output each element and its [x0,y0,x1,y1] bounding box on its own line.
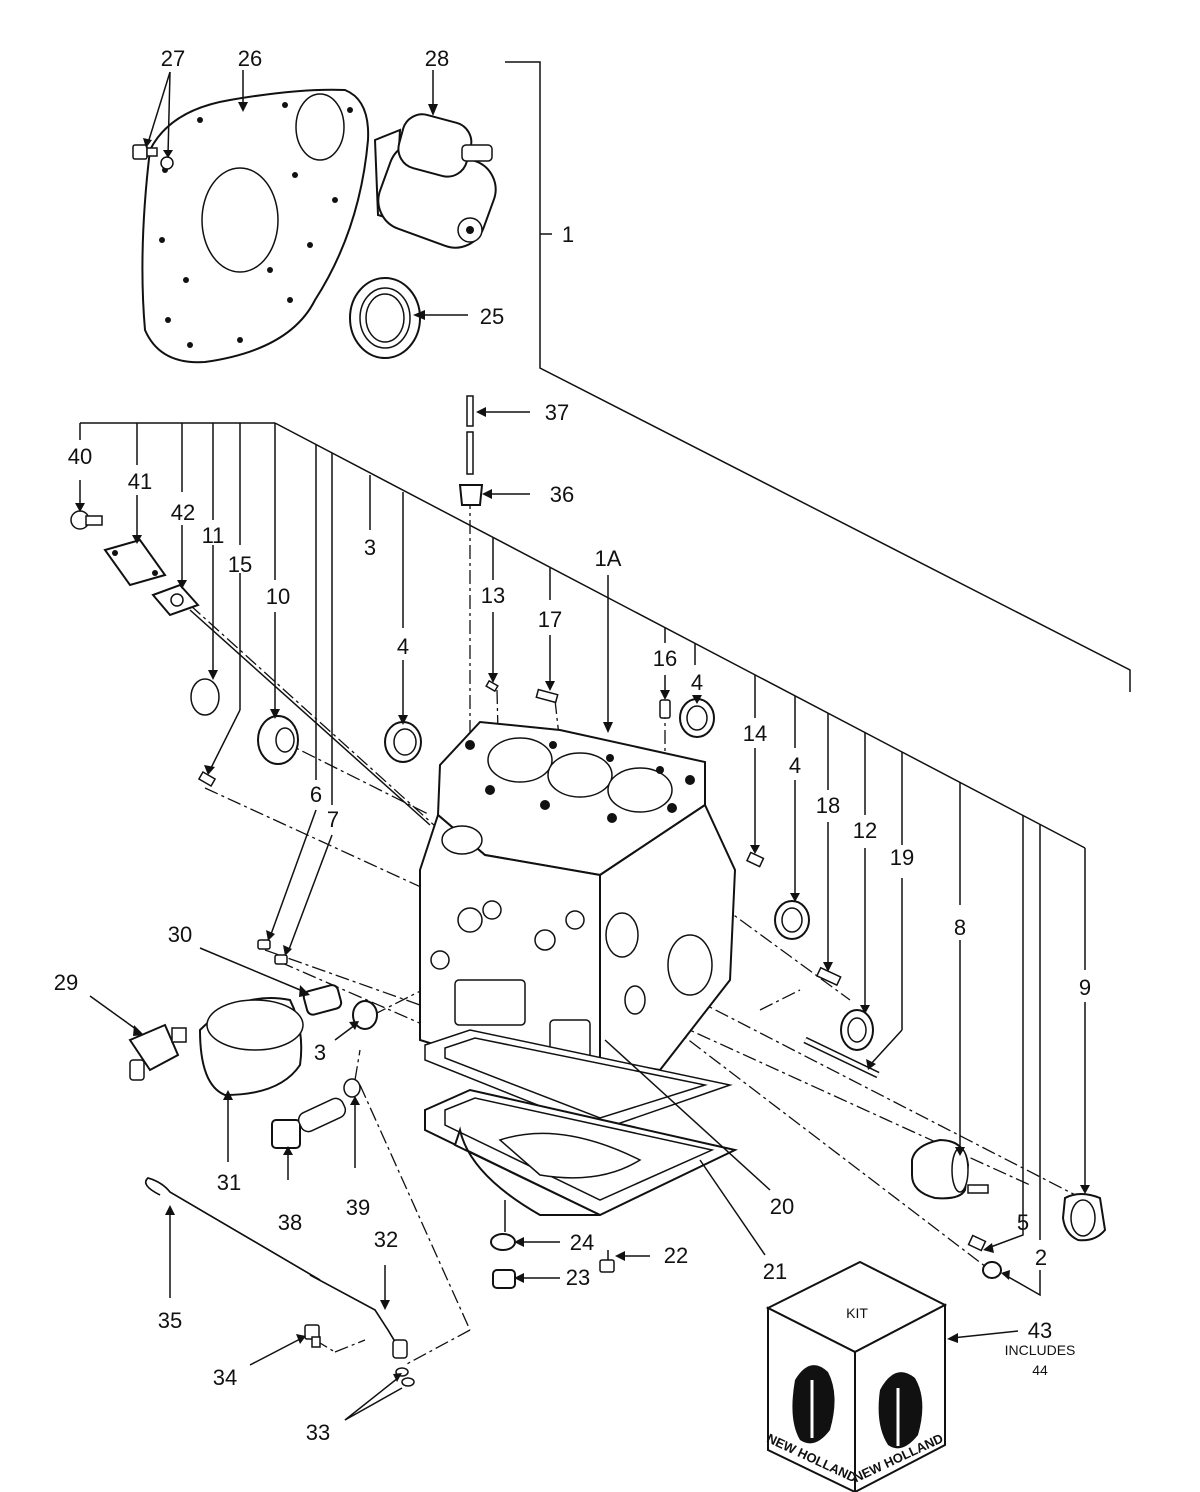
callout-7: 7 [327,807,339,832]
rear-seal [349,277,468,359]
callout-3-top: 3 [364,535,376,560]
callout-18: 18 [816,793,840,818]
kit-includes-label: INCLUDES [1005,1342,1076,1358]
callout-12: 12 [853,818,877,843]
dipstick-tube-parts [458,395,530,506]
callout-17: 17 [538,607,562,632]
callout-4-right: 4 [789,753,801,778]
callout-25: 25 [480,304,504,329]
callout-20: 20 [770,1194,794,1219]
group-bracket-lines [79,61,1131,1240]
callout-34: 34 [213,1365,237,1390]
callout-1a: 1A [595,546,622,571]
kit-box [765,1260,1019,1492]
callout-21: 21 [763,1259,787,1284]
callout-9: 9 [1079,975,1091,1000]
callout-33: 33 [306,1420,330,1445]
drain-plug-parts [490,1200,650,1289]
callout-4-left: 4 [397,634,409,659]
callout-10: 10 [266,584,290,609]
bolt-washer-27 [132,71,174,170]
callout-1: 1 [562,222,574,247]
callout-16: 16 [653,646,677,671]
callout-38: 38 [278,1210,302,1235]
callout-30: 30 [168,922,192,947]
starter-motor [373,70,497,249]
callout-13: 13 [481,583,505,608]
kit-box-title: KIT [846,1305,868,1321]
callout-labels: 27 26 28 1 25 37 36 40 41 42 11 15 10 3 … [54,46,1091,1445]
callout-36: 36 [550,482,574,507]
callout-35: 35 [158,1308,182,1333]
callout-37: 37 [545,400,569,425]
callout-8: 8 [954,915,966,940]
callout-40: 40 [68,444,92,469]
callout-2: 2 [1035,1245,1047,1270]
callout-22: 22 [664,1243,688,1268]
callout-42: 42 [171,500,195,525]
lower-left-parts [89,947,415,1421]
callout-43: 43 [1028,1318,1052,1343]
callout-26: 26 [238,46,262,71]
callout-5: 5 [1017,1210,1029,1235]
callout-24: 24 [570,1230,594,1255]
callout-39: 39 [346,1195,370,1220]
kit-includes-number: 44 [1032,1362,1048,1378]
callout-4-mid: 4 [691,670,703,695]
callout-11: 11 [202,523,225,548]
callout-23: 23 [566,1265,590,1290]
callout-28: 28 [425,46,449,71]
callout-14: 14 [743,721,767,746]
callout-29: 29 [54,970,78,995]
callout-6: 6 [310,782,322,807]
cylinder-block [419,575,771,1256]
callout-19: 19 [890,845,914,870]
callout-32: 32 [374,1227,398,1252]
adapter-plate [141,70,370,364]
callout-41: 41 [128,469,152,494]
left-small-parts [70,480,1107,1297]
callout-3-bottom: 3 [314,1040,326,1065]
callout-31: 31 [217,1170,241,1195]
callout-15: 15 [228,552,252,577]
callout-27: 27 [161,46,185,71]
